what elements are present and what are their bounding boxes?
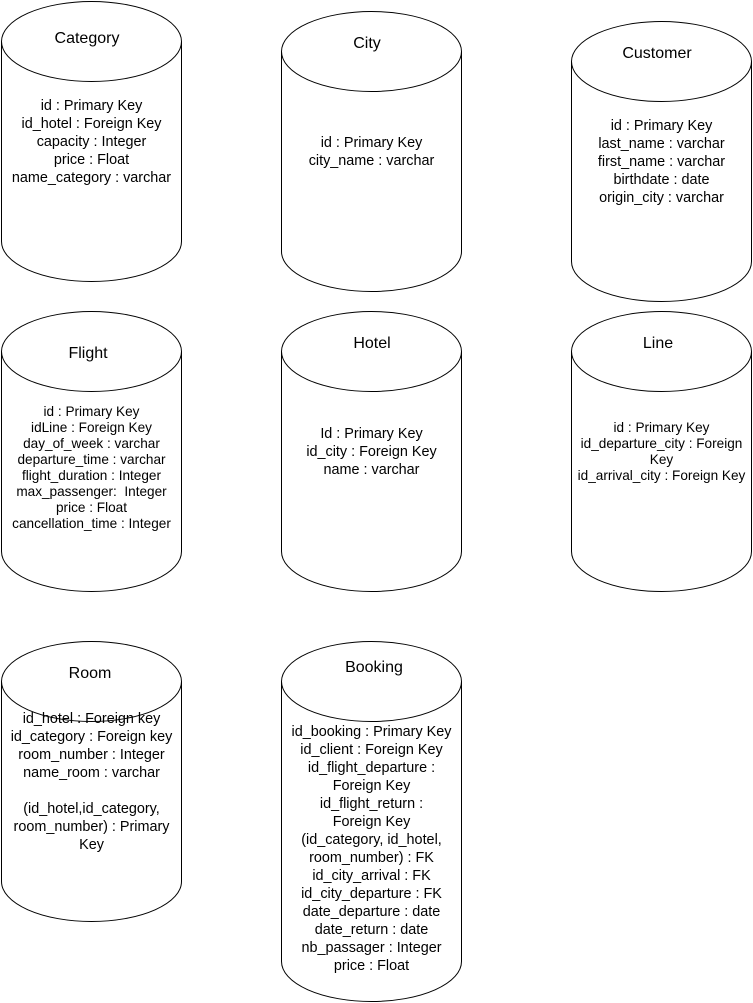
room-field: room_number) : Primary <box>13 819 170 835</box>
room-fields: id_hotel : Foreign key id_category : For… <box>1 710 182 854</box>
booking-fields: id_booking : Primary Key id_client : For… <box>281 723 462 975</box>
city-title: City <box>353 35 381 52</box>
category-field: id : Primary Key <box>40 98 143 114</box>
hotel-field: id_city : Foreign Key <box>306 444 437 460</box>
room-field: id_hotel : Foreign key <box>22 711 161 727</box>
city-field: id : Primary Key <box>320 135 423 151</box>
flight-field: departure_time : varchar <box>17 452 166 467</box>
booking-field: (id_category, id_hotel, <box>301 832 442 848</box>
line-field: id_arrival_city : Foreign Key <box>577 468 746 483</box>
cylinder-line <box>571 311 752 592</box>
room-field: name_room : varchar <box>23 765 160 781</box>
booking-field: id_client : Foreign Key <box>300 742 443 758</box>
booking-title: Booking <box>345 659 403 676</box>
category-field: capacity : Integer <box>36 134 147 150</box>
customer-fields: id : Primary Key last_name : varchar fir… <box>571 117 752 207</box>
flight-field: flight_duration : Integer <box>21 468 162 483</box>
line-fields: id : Primary Key id_departure_city : For… <box>571 420 752 484</box>
line-title: Line <box>642 335 674 352</box>
room-field-spacer <box>1 782 182 800</box>
cylinder-booking <box>281 641 462 1002</box>
booking-field: date_departure : date <box>302 904 441 920</box>
cylinder-room <box>0 641 182 922</box>
flight-fields: id : Primary Key idLine : Foreign Key da… <box>1 404 182 532</box>
room-title: Room <box>68 665 112 682</box>
cylinder-customer <box>571 21 752 302</box>
flight-field: max_passenger: Integer <box>16 484 167 499</box>
booking-field: date_return : date <box>314 922 429 938</box>
booking-field: id_city_departure : FK <box>301 886 442 902</box>
cylinder-flight <box>0 311 182 592</box>
room-field: room_number : Integer <box>18 747 165 763</box>
line-field: Key <box>649 452 674 467</box>
booking-field: room_number) : FK <box>309 850 434 866</box>
category-field: name_category : varchar <box>11 170 172 186</box>
line-field: id : Primary Key <box>613 420 710 435</box>
booking-field: price : Float <box>333 958 410 974</box>
flight-field: day_of_week : varchar <box>23 436 160 451</box>
category-title: Category <box>54 30 120 47</box>
room-field: id_category : Foreign key <box>10 729 173 745</box>
booking-field: id_booking : Primary Key <box>291 724 452 740</box>
category-field: id_hotel : Foreign Key <box>21 116 162 132</box>
hotel-field: Id : Primary Key <box>320 426 423 442</box>
city-field: city_name : varchar <box>308 153 435 169</box>
category-field: price : Float <box>53 152 130 168</box>
customer-field: last_name : varchar <box>598 136 725 152</box>
flight-title: Flight <box>68 345 108 362</box>
hotel-title: Hotel <box>353 335 391 352</box>
customer-field: id : Primary Key <box>610 118 713 134</box>
room-field: (id_hotel,id_category, <box>23 801 160 817</box>
booking-field: id_flight_departure : <box>307 760 436 776</box>
flight-field: id : Primary Key <box>43 404 140 419</box>
hotel-fields: Id : Primary Key id_city : Foreign Key n… <box>281 425 462 479</box>
flight-field: price : Float <box>55 500 127 515</box>
city-fields: id : Primary Key city_name : varchar <box>281 134 462 170</box>
booking-field: id_flight_return : <box>319 796 424 812</box>
booking-field: Foreign Key <box>332 814 411 830</box>
customer-field: origin_city : varchar <box>599 190 724 206</box>
flight-field: cancellation_time : Integer <box>12 516 171 531</box>
hotel-field: name : varchar <box>323 462 420 478</box>
cylinder-hotel <box>281 311 462 592</box>
booking-field: id_city_arrival : FK <box>312 868 431 884</box>
customer-field: first_name : varchar <box>597 154 726 170</box>
booking-field: Foreign Key <box>332 778 411 794</box>
customer-field: birthdate : date <box>613 172 710 188</box>
category-fields: id : Primary Key id_hotel : Foreign Key … <box>1 97 182 187</box>
flight-field: idLine : Foreign Key <box>31 420 152 435</box>
cylinder-city <box>281 11 462 292</box>
line-field: id_departure_city : Foreign <box>580 436 743 451</box>
customer-title: Customer <box>622 45 692 62</box>
booking-field: nb_passager : Integer <box>301 940 442 956</box>
cylinder-category <box>0 1 182 282</box>
room-field: Key <box>79 837 104 853</box>
